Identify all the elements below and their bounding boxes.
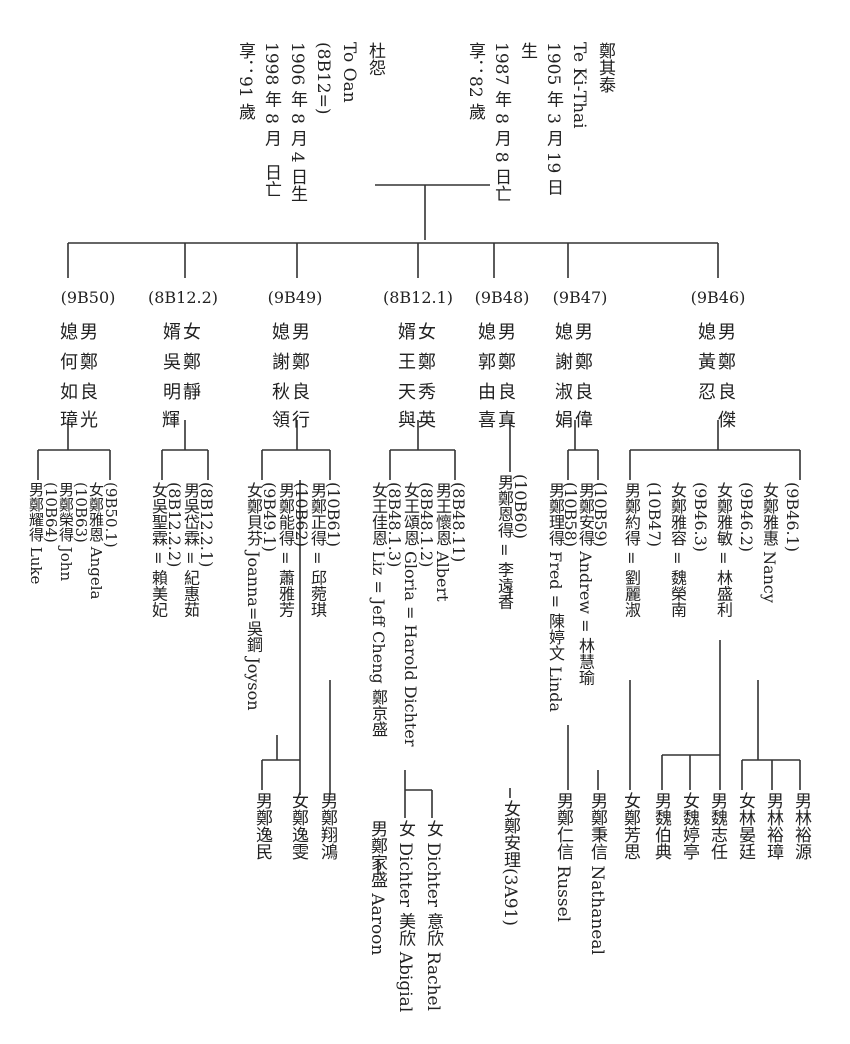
branch-row: 明靜: [163, 382, 203, 403]
branch-code: (8B12.2): [147, 288, 219, 307]
branch-row: 王鄭: [398, 352, 438, 373]
branch-code: (9B47): [552, 288, 608, 307]
g8b122-lines: [161, 420, 209, 480]
branch-code: (8B12.1): [382, 288, 454, 307]
branch-row: 由良: [478, 382, 518, 403]
g8b121-block: (8B48.11) 男王懷恩 Albert (8B48.1.2) 女王頌恩 Gl…: [369, 482, 468, 747]
g9b50-block: (9B50.1) 女鄭雅恩 Angela (10B63) 男鄭榮得 John (…: [27, 482, 120, 600]
branch-row: 傑: [718, 410, 738, 431]
g9b50-lines: [37, 420, 111, 480]
branch-row: 如良: [60, 382, 100, 403]
mother-line: (8B12=): [313, 42, 333, 115]
father-line: 鄭其泰: [595, 42, 615, 93]
branch-code: (9B48): [474, 288, 530, 307]
branch-row: 何鄭: [60, 352, 100, 373]
branch-row: 與英: [398, 410, 438, 431]
branch-drops: [67, 243, 719, 278]
mother-line: 1906 年 8 月 4 日生: [287, 42, 307, 202]
branch-row: 婿女: [163, 322, 203, 343]
g9b47-child: 男鄭仁信 Russel: [553, 792, 573, 923]
g9b49-sub-lines: [261, 480, 331, 795]
branch-row: 婿女: [398, 322, 438, 343]
father-line: 享：82 歲: [465, 42, 485, 121]
g9b46-child: 女鄭芳思: [620, 792, 640, 860]
branch-row: 媳男: [60, 322, 100, 343]
g9b47-child: 男鄭秉信 Nathaneal: [587, 792, 607, 955]
g8b122-block: (8B12.2.1) 男吳岱霖 = 紀惠茹 (8B12.2.2) 女吳聖霖 = …: [149, 482, 216, 618]
branch-row: 謝鄭: [272, 352, 312, 373]
g8b121-child: 女 Dichter 意欣 Rachel: [423, 820, 443, 1012]
g9b49-block: (10B61) 男鄭正得 = 邱菀琪 (10B62) 男鄭能得 = 蕭雅芳 (9…: [244, 482, 343, 711]
g8b121-child: 女 Dichter 美欣 Abigial: [395, 820, 415, 1013]
g9b49-child: 男鄭逸民: [252, 792, 272, 860]
g9b49-child: 男鄭翔鴻: [317, 792, 337, 860]
branch-row: 喜真: [478, 410, 518, 431]
mother-line: 1998 年 8 月 日亡: [261, 42, 281, 198]
branch-code: (9B50): [60, 288, 116, 307]
g9b49-lines: [261, 420, 331, 480]
branch-row: 媳男: [478, 322, 518, 343]
g9b47-lines: [567, 420, 599, 790]
branch-code: (9B46): [690, 288, 746, 307]
branch-row: 娟偉: [555, 410, 595, 431]
father-line: 生: [517, 42, 537, 59]
father-info: 鄭其泰 Te Ki-Thai 1905 年 3 月 19 日 生 1987 年 …: [462, 42, 618, 202]
g9b48-block: (10B60) 男鄭恩得 = 李遠香: [495, 474, 530, 610]
g9b46-child: 男林裕璋: [763, 792, 783, 860]
father-line: 1987 年 8 月 8 日亡: [491, 42, 511, 202]
g9b47-block: (10B59) 男鄭安得 Andrew = 林慧瑜 (10B58) 男鄭理得 F…: [546, 482, 610, 713]
g9b46-child: 男魏志任: [707, 792, 727, 860]
g9b46-child: 男魏伯典: [651, 792, 671, 860]
mother-line: To Oan: [339, 42, 359, 103]
g9b46-child: 女魏婷亭: [679, 792, 699, 860]
branch-row: 輝: [162, 410, 182, 431]
branch-row: 媳男: [555, 322, 595, 343]
branch-row: 郭鄭: [478, 352, 518, 373]
mother-info: 杜怨 To Oan (8B12=) 1906 年 8 月 4 日生 1998 年…: [232, 42, 388, 202]
mother-line: 杜怨: [365, 42, 385, 76]
branch-row: 媳男: [272, 322, 312, 343]
mother-line: 享：91 歲: [235, 42, 255, 121]
g8b121-sub-lines: [377, 770, 433, 875]
g9b46-child: 男林裕源: [791, 792, 811, 860]
g9b46-block: (9B46.1) 女鄭雅惠 Nancy (9B46.2) 女鄭雅敏 = 林盛利 …: [622, 482, 802, 618]
branch-row: 吳鄭: [163, 352, 203, 373]
branch-row: 忍良: [698, 382, 738, 403]
branch-row: 璋光: [60, 410, 100, 431]
branch-row: 黃鄭: [698, 352, 738, 373]
g8b121-child: 男鄭家盛 Aaroon: [367, 820, 387, 956]
g9b49-child: 女鄭逸雯: [288, 792, 308, 860]
branch-row: 淑良: [555, 382, 595, 403]
father-line: 1905 年 3 月 19 日: [543, 42, 563, 196]
g9b48-child: 女鄭安理(3A91): [500, 800, 520, 926]
branch-row: 領行: [272, 410, 312, 431]
branch-row: 媳男: [698, 322, 738, 343]
branch-row: 天秀: [398, 382, 438, 403]
branch-code: (9B49): [267, 288, 323, 307]
g9b46-lines: [629, 420, 801, 790]
g9b46-child: 女林晏廷: [735, 792, 755, 860]
g8b121-lines: [389, 420, 456, 480]
branch-row: 謝鄭: [555, 352, 595, 373]
branch-row: 秋良: [272, 382, 312, 403]
father-line: Te Ki-Thai: [569, 42, 589, 129]
